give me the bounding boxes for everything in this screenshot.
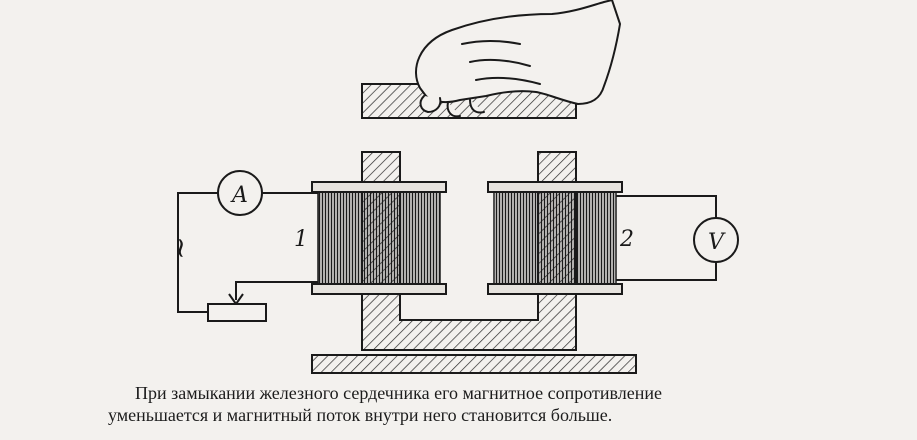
secondary-circuit	[616, 195, 717, 281]
voltmeter: V	[693, 217, 739, 263]
ac-source-symbol: ~	[165, 236, 198, 259]
coil-1	[311, 181, 447, 295]
base-plate	[311, 354, 637, 374]
rheostat	[207, 303, 267, 322]
figure-caption: При замыкании железного сердечника его м…	[60, 382, 910, 426]
voltmeter-symbol: V	[708, 230, 726, 255]
coil-1-label: 1	[294, 227, 308, 252]
ammeter: A	[217, 170, 263, 216]
hand-illustration	[415, 0, 621, 118]
coil-2	[487, 181, 623, 295]
caption-line-2: уменьшается и магнитный поток внутри нег…	[108, 405, 613, 425]
caption-line-1: При замыкании железного сердечника его м…	[135, 383, 662, 403]
ammeter-symbol: A	[230, 183, 248, 208]
coil-2-label: 2	[619, 227, 634, 252]
